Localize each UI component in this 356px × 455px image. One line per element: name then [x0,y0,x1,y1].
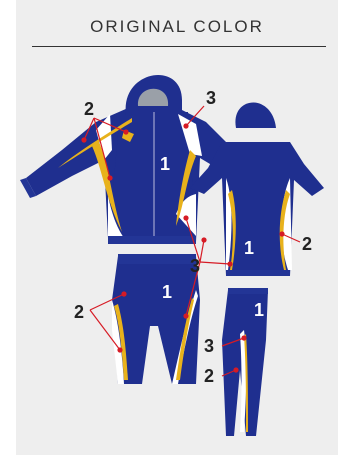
callout-side-stripe: 2 [204,366,214,386]
callout-body-panel: 1 [160,154,170,174]
callout-white-insert: 3 [206,88,216,108]
callout-body-panel: 1 [244,238,254,258]
callout-body-panel: 1 [162,282,172,302]
callout-side-stripe: 2 [84,99,94,119]
callout-white-insert: 3 [204,336,214,356]
front-pants [112,254,200,384]
callout-side-stripe: 2 [74,302,84,322]
callout-white-insert: 3 [190,256,200,276]
callout-side-stripe: 2 [302,234,312,254]
callout-body-panel: 1 [254,300,264,320]
